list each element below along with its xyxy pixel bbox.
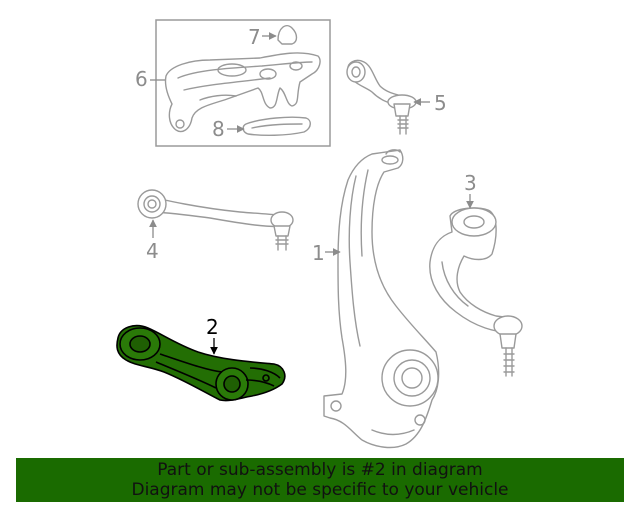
subframe-group-6[interactable]: 6 7 8: [135, 19, 331, 147]
callout-label-5: 5: [434, 91, 447, 115]
subframe-part: [164, 52, 321, 133]
callout-label-2: 2: [206, 315, 219, 339]
callout-label-8: 8: [212, 117, 225, 141]
callout-label-6: 6: [135, 67, 148, 91]
banner-line-1: Part or sub-assembly is #2 in diagram: [157, 460, 483, 480]
tension-link-part-4[interactable]: 4: [137, 189, 294, 263]
callout-label-3: 3: [464, 171, 477, 195]
banner-background: [16, 458, 624, 502]
callout-label-4: 4: [146, 239, 159, 263]
bump-stop-part-7: [277, 24, 298, 45]
banner-line-2: Diagram may not be specific to your vehi…: [131, 480, 509, 500]
upper-control-arm-part-3[interactable]: 3: [429, 171, 523, 377]
lower-control-arm-part-2[interactable]: 2: [116, 315, 286, 402]
callout-label-7: 7: [248, 25, 261, 49]
steering-knuckle-part-1[interactable]: 1: [312, 149, 440, 449]
upper-link-part-5[interactable]: 5: [346, 59, 447, 135]
callout-label-1: 1: [312, 241, 325, 265]
info-banner: Part or sub-assembly is #2 in diagram Di…: [16, 458, 624, 502]
